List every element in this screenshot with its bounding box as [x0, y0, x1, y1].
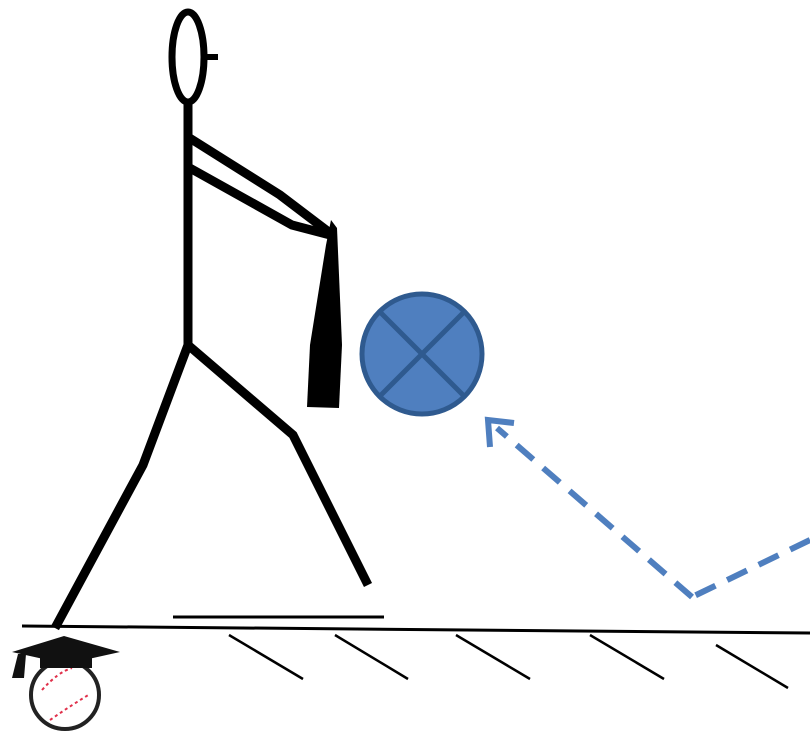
ball-crossed-icon [362, 294, 482, 414]
graduation-cap-baseball-logo [12, 636, 120, 729]
ground-hatching [229, 635, 788, 688]
figure-back-leg [188, 345, 368, 585]
figure-lower-arm [188, 167, 334, 236]
figure-upper-arm [188, 137, 334, 236]
figure-head [172, 12, 204, 102]
bat-icon [307, 220, 342, 408]
trajectory-dashed-arrow [497, 428, 810, 597]
ground-line [22, 626, 810, 633]
figure-front-leg [55, 345, 188, 628]
